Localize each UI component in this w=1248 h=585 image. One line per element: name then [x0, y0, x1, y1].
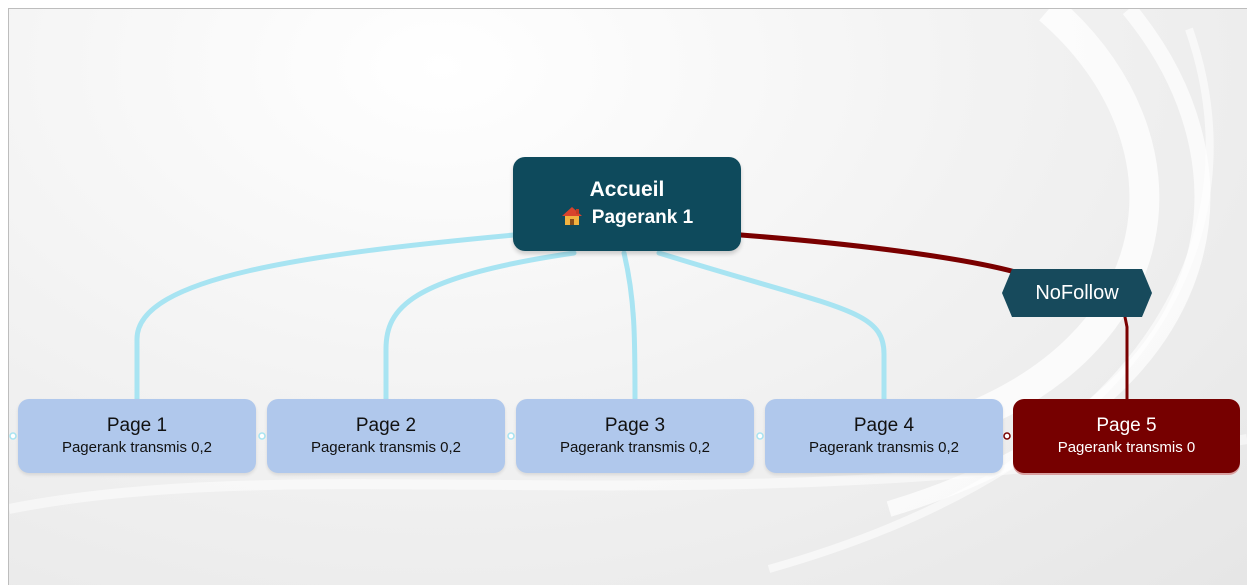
child-title: Page 5 [1096, 415, 1157, 436]
link-page-2 [383, 250, 577, 402]
nofollow-tag[interactable]: NoFollow [1002, 269, 1152, 317]
child-subtitle: Pagerank transmis 0,2 [310, 439, 462, 456]
link-to-nofollow-tag [738, 232, 1022, 276]
nofollow-links [738, 232, 1129, 401]
link-nofollow-to-page-5 [1123, 315, 1129, 401]
link-page-4 [656, 250, 887, 402]
child-subtitle: Pagerank transmis 0,2 [61, 439, 213, 456]
child-title: Page 1 [106, 415, 168, 436]
child-node-page-3[interactable]: Page 3 Pagerank transmis 0,2 [516, 399, 754, 473]
nofollow-label: NoFollow [1035, 281, 1119, 304]
child-node-page-2[interactable]: Page 2 Pagerank transmis 0,2 [267, 399, 505, 473]
child-subtitle: Pagerank transmis 0,2 [559, 439, 711, 456]
root-node-accueil[interactable]: Accueil Pagerank 1 [513, 157, 741, 251]
root-subtitle: Pagerank 1 [591, 207, 694, 228]
child-node-page-5[interactable]: Page 5 Pagerank transmis 0 [1013, 399, 1240, 473]
follow-links [134, 232, 887, 402]
house-icon [561, 205, 583, 232]
child-title: Page 3 [604, 415, 666, 436]
child-node-page-1[interactable]: Page 1 Pagerank transmis 0,2 [18, 399, 256, 473]
hexagon-shape [1002, 269, 1152, 317]
child-subtitle: Pagerank transmis 0,2 [808, 439, 960, 456]
child-subtitle: Pagerank transmis 0 [1057, 439, 1196, 456]
link-page-3 [621, 250, 638, 402]
child-title: Page 4 [853, 415, 915, 436]
link-page-1 [134, 232, 517, 402]
connectors [9, 232, 1129, 440]
connector-dots [9, 432, 1011, 440]
child-title: Page 2 [355, 415, 417, 436]
child-node-page-4[interactable]: Page 4 Pagerank transmis 0,2 [765, 399, 1003, 473]
root-title: Accueil [589, 177, 665, 201]
diagram-canvas: Accueil Pagerank 1 NoFollow Page 1 Pager… [8, 8, 1247, 585]
